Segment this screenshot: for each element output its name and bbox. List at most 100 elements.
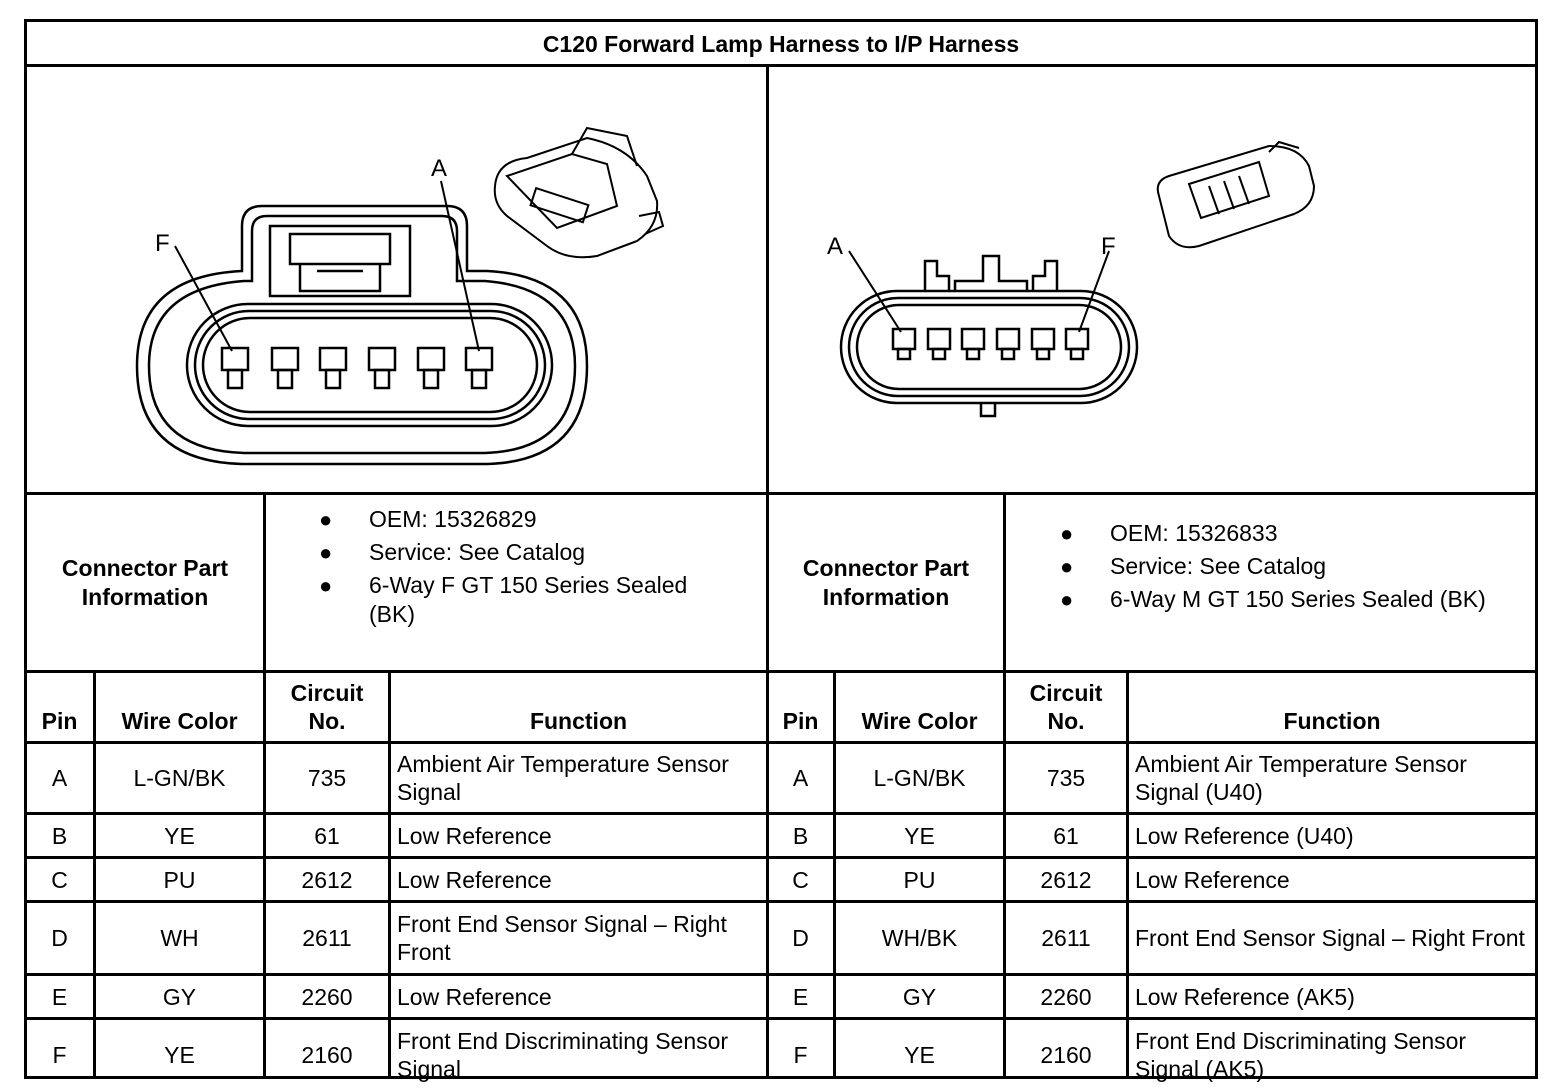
divider [769, 741, 1535, 744]
column-header-function: Function [529, 708, 628, 734]
pin-cell: A [51, 765, 68, 791]
connector-part-info-label: Connector Part Information [61, 554, 229, 610]
connector-part-info-list: ● OEM: 15326833 ● Service: See Catalog ● 6-… [1060, 517, 1530, 616]
circuit-no-cell: 2611 [1041, 925, 1091, 951]
part-info-item: ● OEM: 15326833 [1060, 517, 1530, 550]
divider [27, 973, 766, 976]
wire-color-cell: GY [162, 983, 197, 1010]
part-info-item: ●OEM: 15326829 [319, 503, 739, 536]
circuit-no-cell: 2160 [301, 1042, 353, 1068]
circuit-no-cell: 2611 [302, 925, 352, 951]
column-header-circuit-no: Circuit No. [1029, 680, 1103, 734]
part-info-item: ● Service: See Catalog [1060, 550, 1530, 583]
divider [27, 812, 766, 815]
bullet-icon: ● [1060, 587, 1074, 612]
function-cell: Low Reference (U40) [1135, 822, 1354, 849]
function-cell: Low Reference [1135, 866, 1290, 893]
divider [263, 493, 266, 1079]
pin-cell: C [792, 866, 809, 893]
pin-cell: F [793, 1042, 808, 1068]
divider [27, 900, 766, 903]
circuit-no-cell: 2260 [301, 983, 353, 1010]
pin-cell: D [51, 925, 68, 951]
column-header-circuit-no: Circuit No. [290, 680, 364, 734]
wire-color-cell: PU [903, 866, 936, 893]
function-cell: Front End Discriminating Sensor Signal [397, 1028, 729, 1082]
divider [27, 670, 1535, 673]
divider [1003, 493, 1006, 1079]
column-header-pin: Pin [782, 708, 819, 734]
function-cell: Low Reference (AK5) [1135, 983, 1355, 1010]
divider [93, 673, 96, 1079]
circuit-no-cell: 735 [1046, 765, 1086, 791]
divider [27, 64, 1535, 67]
bullet-icon: ● [1060, 554, 1074, 579]
part-info-text: OEM: 15326829 [369, 506, 537, 532]
female-connector-diagram: F A [27, 66, 766, 493]
function-cell: Low Reference [397, 983, 552, 1010]
divider [1126, 673, 1129, 1079]
wire-color-cell: L-GN/BK [133, 765, 226, 791]
divider [769, 856, 1535, 859]
male-connector-diagram: A F [769, 66, 1535, 493]
pin-cell: A [792, 765, 809, 791]
wire-color-cell: GY [902, 983, 937, 1010]
female-connector-drawing: F A [135, 126, 665, 466]
column-header-wire-color: Wire Color [121, 708, 238, 734]
part-info-text: OEM: 15326833 [1110, 520, 1278, 546]
function-cell: Front End Sensor Signal – Right Front [397, 911, 727, 965]
pin-label-a: A [827, 233, 843, 260]
pin-cell: D [792, 925, 809, 951]
wire-color-cell: L-GN/BK [873, 765, 966, 791]
column-header-function: Function [1283, 708, 1381, 734]
column-header-pin: Pin [41, 708, 78, 734]
divider [769, 900, 1535, 903]
male-connector-drawing: A F [827, 140, 1316, 418]
circuit-no-cell: 61 [314, 822, 340, 849]
wire-color-cell: YE [904, 822, 935, 849]
circuit-no-cell: 2612 [1040, 866, 1092, 893]
part-info-text: Service: See Catalog [1110, 553, 1327, 579]
divider [27, 1017, 766, 1020]
pin-cell: E [792, 983, 809, 1010]
circuit-no-cell: 2260 [1040, 983, 1092, 1010]
bullet-icon: ● [1060, 521, 1074, 546]
wire-color-cell: YE [904, 1042, 935, 1068]
circuit-no-cell: 2612 [301, 866, 353, 893]
divider [388, 673, 391, 1079]
function-cell: Ambient Air Temperature Sensor Signal (U… [1135, 751, 1467, 805]
connector-isometric-sketch [493, 126, 665, 259]
bullet-icon: ● [319, 540, 333, 565]
connector-sheet: C120 Forward Lamp Harness to I/P Harness [24, 19, 1538, 1082]
wire-color-cell: YE [164, 822, 195, 849]
circuit-no-cell: 2160 [1040, 1042, 1092, 1068]
connector-part-info-label: Connector Part Information [802, 554, 970, 610]
pin-label-a: A [431, 155, 447, 182]
circuit-no-cell: 735 [307, 765, 347, 791]
divider [27, 856, 766, 859]
page-title: C120 Forward Lamp Harness to I/P Harness [542, 30, 1020, 57]
divider [833, 673, 836, 1079]
divider [27, 741, 766, 744]
function-cell: Front End Discriminating Sensor Signal (… [1135, 1028, 1467, 1082]
pin-cavities [891, 327, 1090, 361]
part-info-text: 6-Way M GT 150 Series Sealed (BK) [1110, 586, 1486, 612]
column-header-wire-color: Wire Color [861, 708, 978, 734]
wire-color-cell: PU [163, 866, 196, 893]
part-info-item: ● Service: See Catalog [319, 536, 739, 569]
part-info-text: Service: See Catalog [369, 539, 586, 565]
pin-cell: F [52, 1042, 67, 1068]
wire-color-cell: WH [160, 925, 199, 951]
wire-color-cell: WH/BK [881, 925, 958, 951]
wire-color-cell: YE [164, 1042, 195, 1068]
function-cell: Front End Sensor Signal – Right Front [1135, 925, 1525, 951]
part-info-item: ● 6-Way M GT 150 Series Sealed (BK) [1060, 583, 1530, 616]
part-info-item: ●6-Way F GT 150 Series Sealed (BK) [319, 571, 739, 629]
pin-label-f: F [1101, 233, 1116, 260]
part-info-text: 6-Way F GT 150 Series Sealed (BK) [369, 572, 688, 627]
pin-cell: B [51, 822, 68, 849]
pin-cell: E [51, 983, 68, 1010]
divider [766, 66, 769, 1079]
pin-label-f: F [155, 230, 170, 257]
pin-cavities [220, 346, 494, 390]
